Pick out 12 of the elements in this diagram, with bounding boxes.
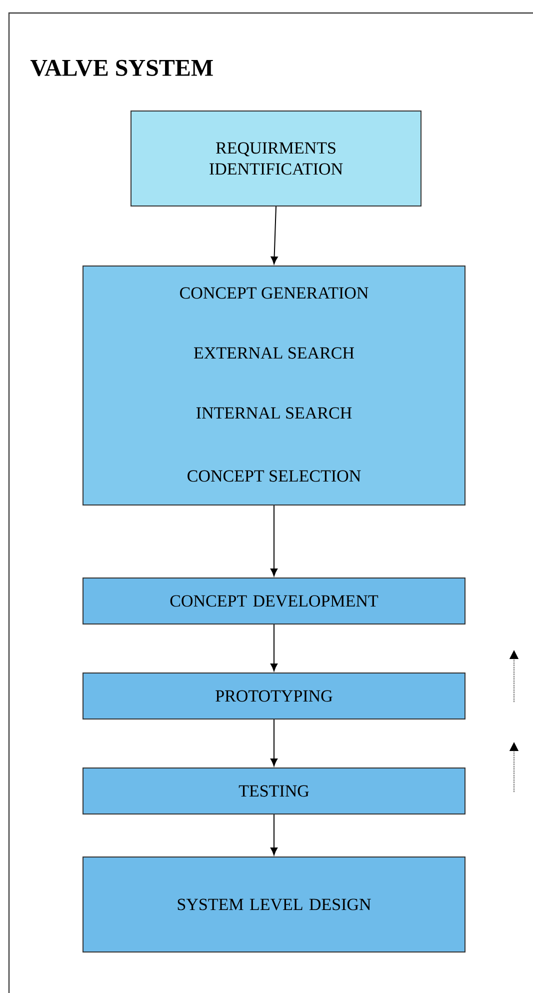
arrow xyxy=(270,505,278,576)
arrow xyxy=(270,206,278,264)
process-box: REQUIRMENTS IDENTIFICATION xyxy=(130,110,422,206)
arrow xyxy=(270,814,278,856)
arrow xyxy=(270,719,278,766)
process-box: CONCEPT GENERATION EXTERNAL SEARCH INTERNAL SEARCH CONCEPT SELECTION xyxy=(82,266,466,506)
process-box: CONCEPT DEVELOPMENT xyxy=(82,578,466,624)
arrow xyxy=(270,624,278,672)
process-box: TESTING xyxy=(82,768,466,814)
process-box: SYSTEM LEVEL DESIGN xyxy=(82,856,466,953)
process-box: PROTOTYPING xyxy=(82,672,466,720)
title: VALVE SYSTEM xyxy=(30,60,213,76)
